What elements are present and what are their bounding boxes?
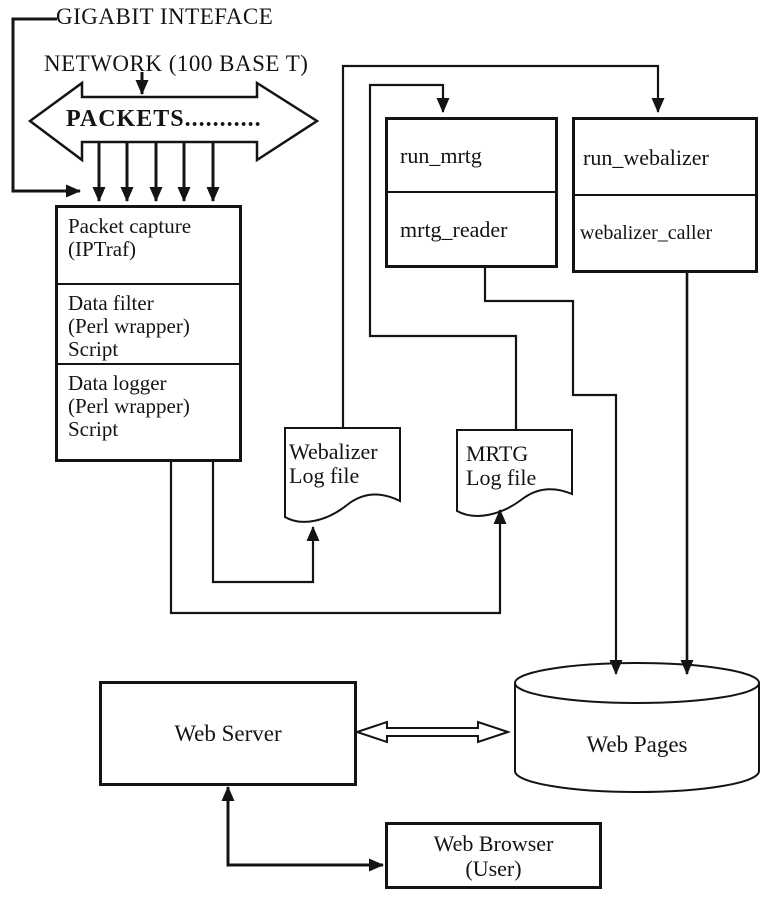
- web-pages-label: Web Pages: [586, 732, 688, 757]
- mrtg-log-line2: Log file: [466, 465, 537, 490]
- run-webalizer-label: run_webalizer: [583, 144, 709, 170]
- webalizer-log-line2: Log file: [289, 463, 360, 488]
- network-label: NETWORK (100 BASE T): [44, 51, 309, 76]
- data-logger-cell: Data logger (Perl wrapper) Script: [58, 363, 239, 459]
- data-filter-cell: Data filter (Perl wrapper) Script: [58, 283, 239, 363]
- web-pages-cylinder-top: [514, 662, 760, 704]
- mrtg-reader-label: mrtg_reader: [400, 216, 508, 242]
- web-browser-label: Web Browser (User): [385, 822, 602, 889]
- gigabit-interface-label: GIGABIT INTEFACE: [56, 4, 274, 29]
- data-filter-line3: Script: [68, 337, 119, 361]
- mrtg-log-label: MRTG Log file: [466, 442, 536, 490]
- packet-capture-cell: Packet capture (IPTraf): [58, 208, 239, 283]
- data-logger-line2: (Perl wrapper): [68, 394, 190, 418]
- data-filter-line2: (Perl wrapper): [68, 314, 190, 338]
- webalizer-log-line1: Webalizer: [289, 439, 378, 464]
- web-server-label: Web Server: [174, 720, 282, 746]
- gigabit-connector-arrow: [11, 17, 81, 198]
- web-browser-box: [385, 822, 602, 889]
- packets-label: PACKETS...........: [66, 106, 262, 132]
- data-logger-line3: Script: [68, 417, 119, 441]
- webalizer-stack-cells: run_webalizer webalizer_caller: [575, 120, 755, 270]
- run-mrtg-label: run_mrtg: [400, 143, 482, 168]
- mrtg-log-line1: MRTG: [466, 441, 529, 466]
- capture-stack-box: [55, 205, 242, 462]
- webalizer-log-label: Webalizer Log file: [289, 440, 378, 488]
- data-logger-line1: Data logger: [68, 371, 167, 395]
- data-filter-line1: Data filter: [68, 291, 154, 315]
- server-browser-connector: [221, 786, 384, 872]
- web-browser-line1: Web Browser: [433, 830, 554, 856]
- web-browser-line2: (User): [465, 855, 522, 881]
- mrtg-reader-cell: mrtg_reader: [388, 191, 555, 265]
- capture-stack-cells: Packet capture (IPTraf) Data filter (Per…: [58, 208, 239, 459]
- run-mrtg-cell: run_mrtg: [388, 120, 555, 191]
- packet-capture-line1: Packet capture: [68, 214, 192, 238]
- webalizer-caller-label: webalizer_caller: [580, 221, 713, 244]
- packet-capture-line2: (IPTraf): [68, 237, 137, 261]
- run-webalizer-cell: run_webalizer: [575, 120, 755, 194]
- mrtg-stack-cells: run_mrtg mrtg_reader: [388, 120, 555, 265]
- webalizer-caller-cell: webalizer_caller: [575, 194, 755, 270]
- server-pages-double-arrow: [353, 720, 512, 744]
